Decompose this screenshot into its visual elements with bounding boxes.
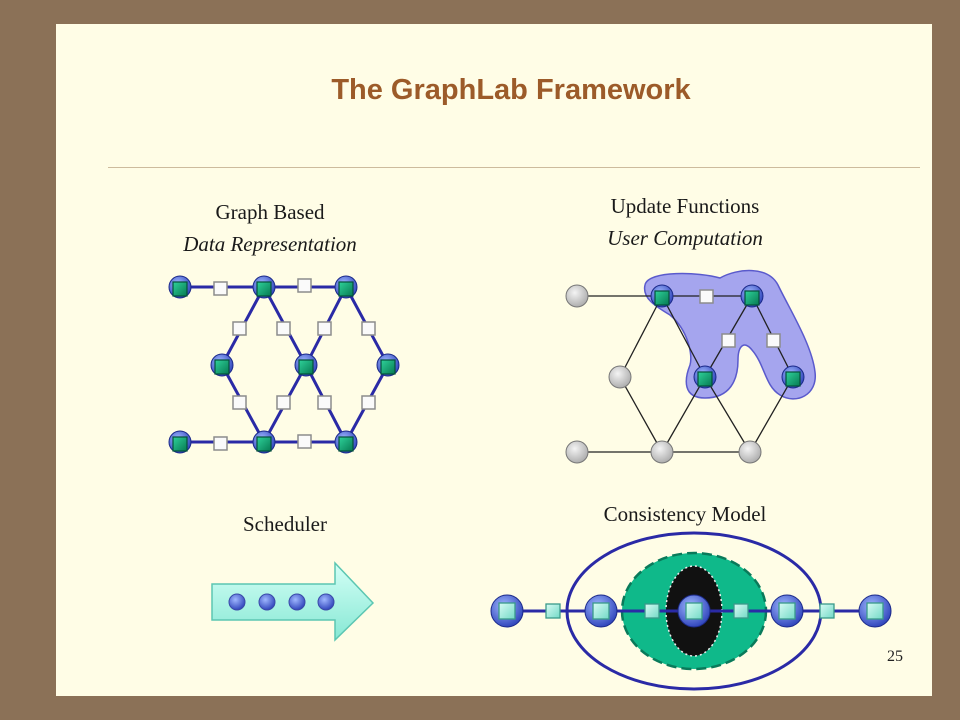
slide-title: The GraphLab Framework bbox=[331, 74, 691, 106]
title-divider bbox=[108, 167, 920, 168]
graph-label-line2: Data Representation bbox=[183, 232, 357, 256]
graph-vertices bbox=[168, 275, 400, 454]
update-label-line1: Update Functions bbox=[610, 194, 760, 218]
update-diagram bbox=[565, 269, 816, 464]
update-vertex-cubes bbox=[654, 290, 801, 387]
update-gray-vertices bbox=[565, 284, 762, 464]
consistency-diagram bbox=[490, 531, 892, 691]
graph-diagram bbox=[168, 275, 400, 454]
scheduler-arrow bbox=[211, 561, 375, 642]
page-number: 25 bbox=[887, 648, 903, 665]
graph-label: Graph Based Data Representation bbox=[130, 196, 410, 260]
update-edge-cubes bbox=[699, 289, 781, 348]
vertex-data-cubes bbox=[172, 281, 396, 452]
consistency-edge-cubes bbox=[545, 603, 835, 619]
consistency-vertex-cubes bbox=[498, 602, 884, 620]
scheduler-label: Scheduler bbox=[243, 512, 327, 536]
graph-label-line1: Graph Based bbox=[215, 200, 325, 224]
scheduler-queue-dots bbox=[228, 593, 335, 611]
update-label: Update Functions User Computation bbox=[540, 190, 830, 254]
edge-data-cubes bbox=[213, 278, 376, 451]
update-label-line2: User Computation bbox=[607, 226, 763, 250]
consistency-label: Consistency Model bbox=[603, 502, 767, 526]
